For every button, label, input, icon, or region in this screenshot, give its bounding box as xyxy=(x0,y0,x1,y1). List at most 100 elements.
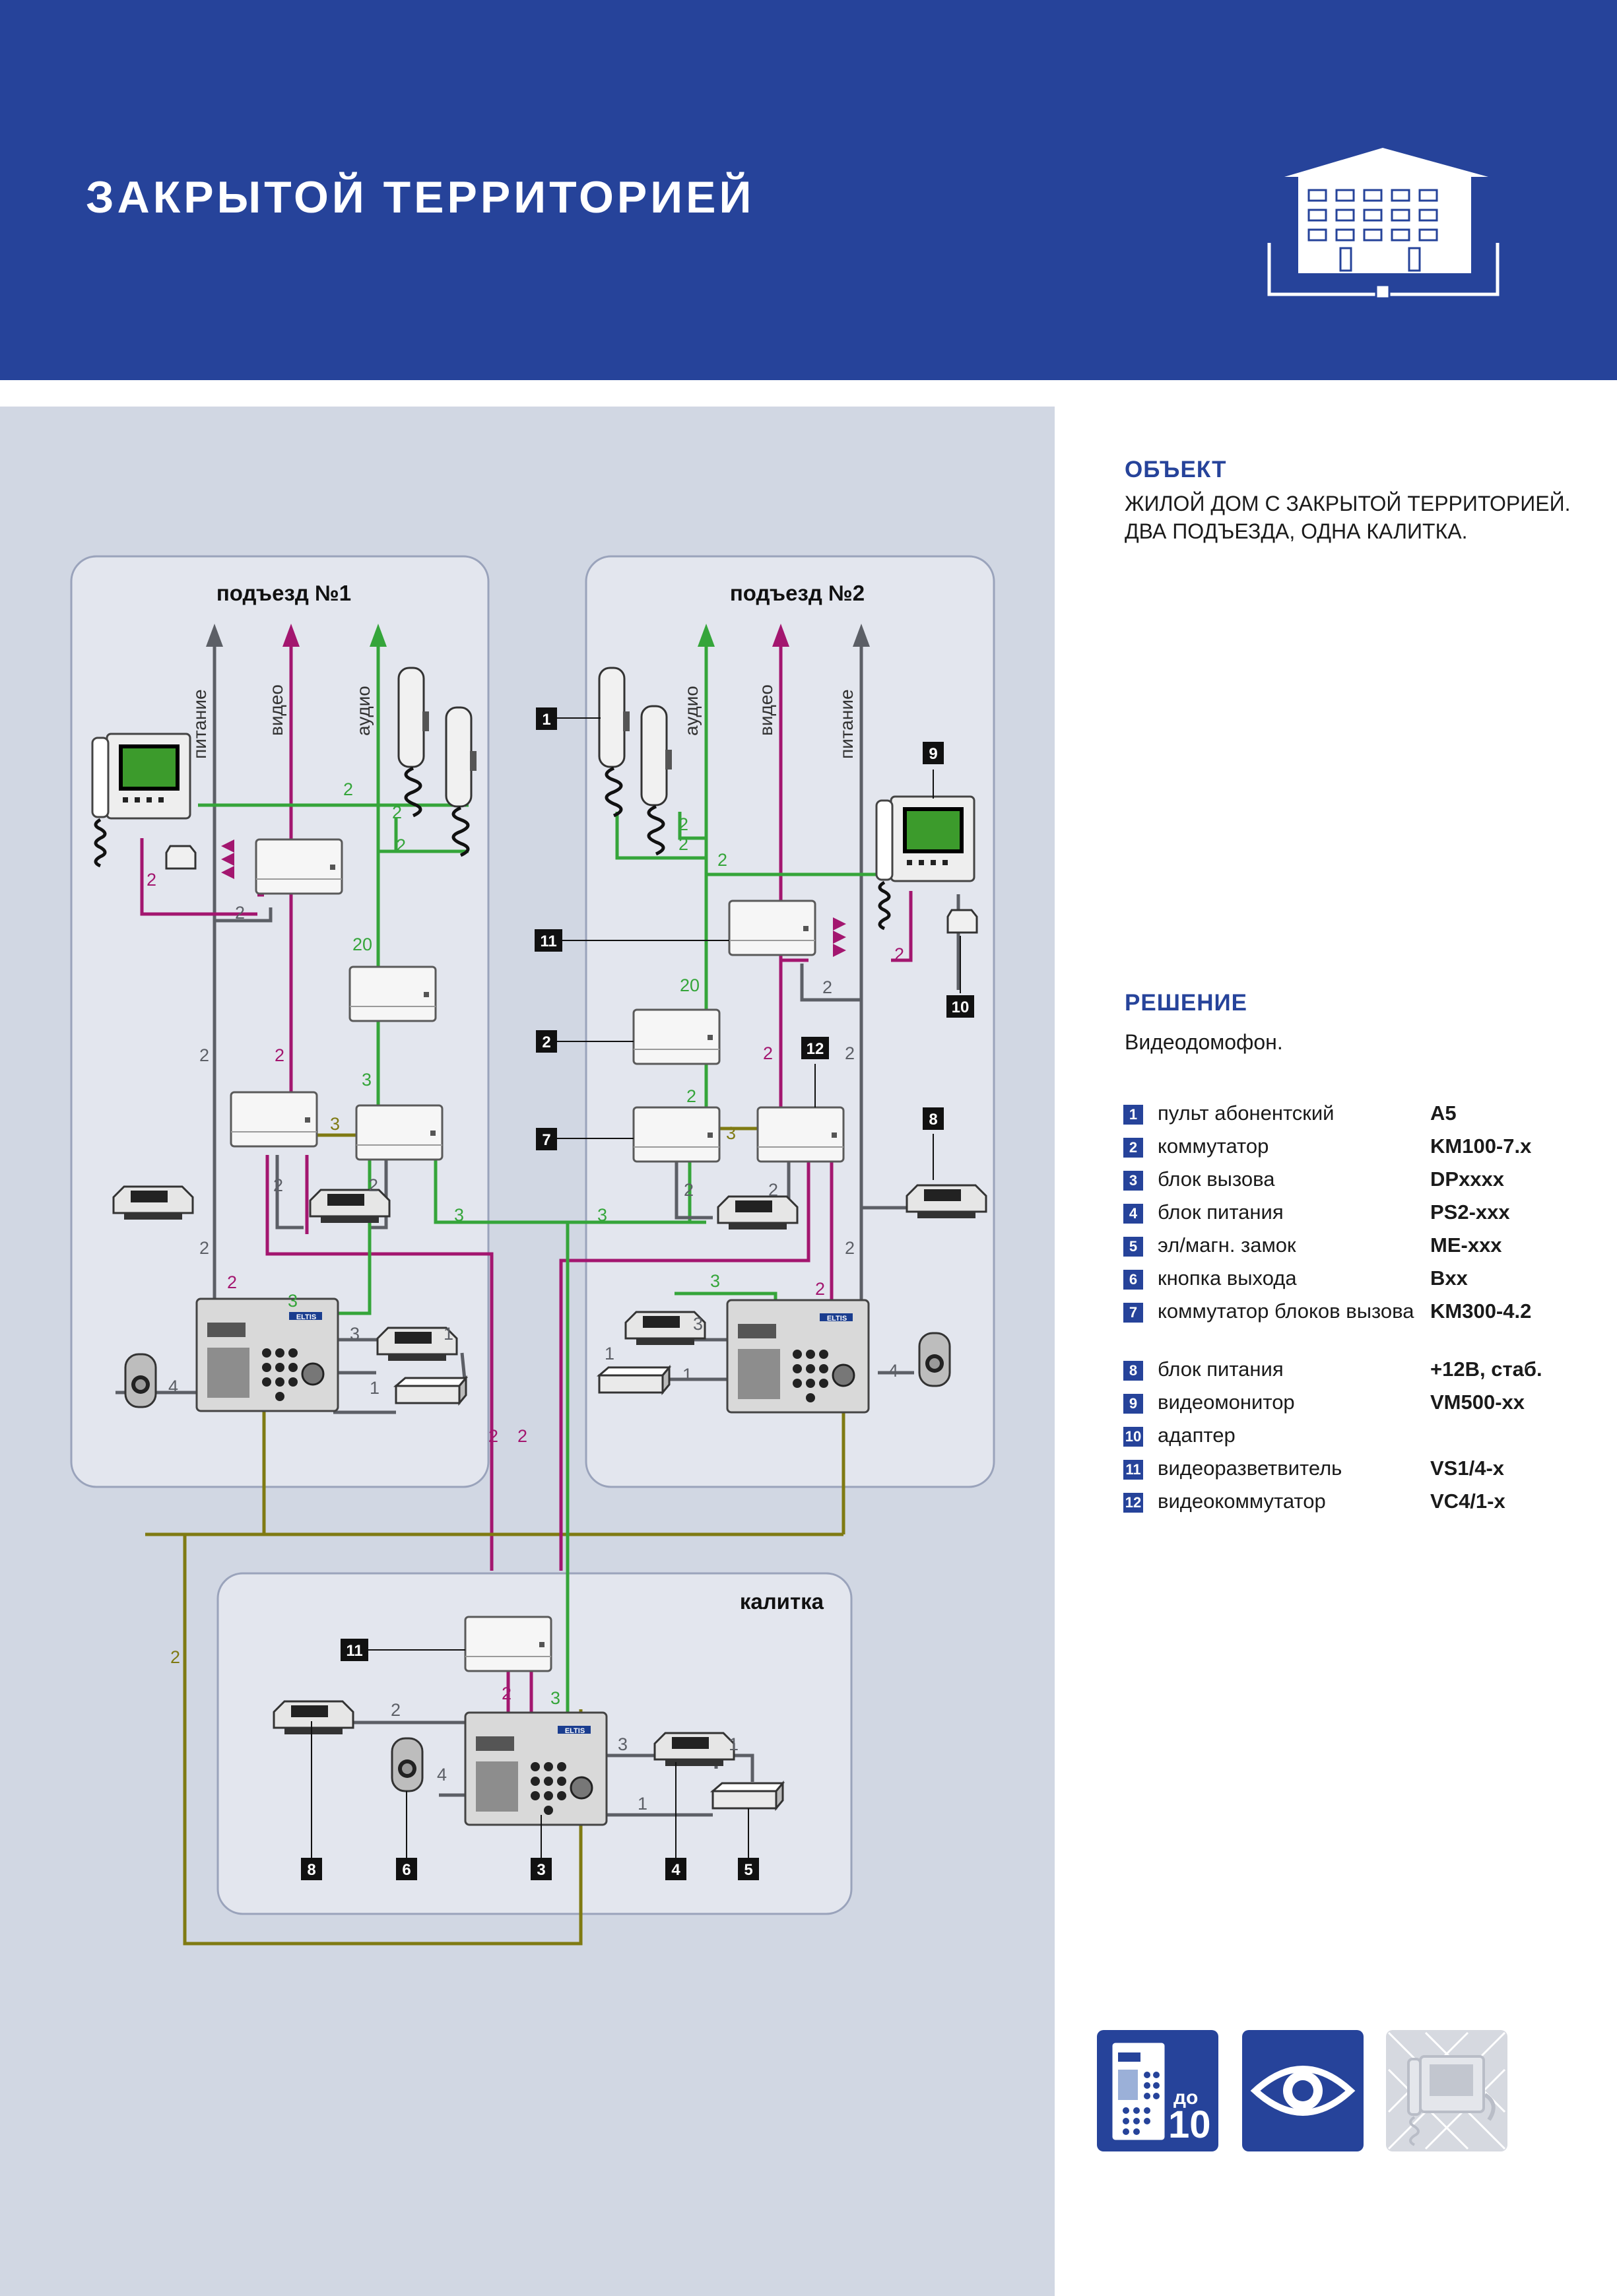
wire-count: 3 xyxy=(330,1114,340,1134)
wire-count: 3 xyxy=(618,1734,628,1754)
wire-count: 2 xyxy=(273,1175,283,1195)
wire-count: 4 xyxy=(168,1377,178,1396)
wire-count: 4 xyxy=(888,1361,898,1381)
svg-text:2: 2 xyxy=(542,1033,550,1051)
wire-count: 1 xyxy=(682,1365,692,1385)
wire-count: 2 xyxy=(822,977,832,997)
svg-text:11: 11 xyxy=(346,1642,362,1660)
svg-text:11: 11 xyxy=(540,933,556,950)
svg-text:3: 3 xyxy=(537,1861,545,1879)
entrance2-zone xyxy=(585,555,995,1488)
solution-heading: РЕШЕНИЕ xyxy=(1125,990,1247,1016)
wire-count: 2 xyxy=(488,1426,498,1446)
riser-video-label-entrance2: видео xyxy=(756,684,776,736)
legend-number: 12 xyxy=(1123,1493,1143,1513)
legend-item-code: +12В, стаб. xyxy=(1430,1358,1542,1381)
capacity-prefix: до xyxy=(1173,2087,1199,2109)
legend-number: 7 xyxy=(1123,1303,1143,1323)
video-splitter-entrance2 xyxy=(728,900,816,956)
video-splitter-gate xyxy=(464,1616,552,1672)
object-line-2: ДВА ПОДЪЕЗДА, ОДНА КАЛИТКА. xyxy=(1125,519,1468,543)
badge-3: 3 xyxy=(531,1858,552,1880)
legend-item-name: коммутатор xyxy=(1158,1134,1269,1158)
adapter-entrance1 xyxy=(165,845,197,870)
riser-power-label-entrance2: питание xyxy=(836,689,857,759)
wire-count: 1 xyxy=(638,1794,647,1814)
wiring-entrance1 xyxy=(116,803,843,1946)
wire-count: 1 xyxy=(729,1734,739,1754)
legend-item-name: пульт абонентский xyxy=(1158,1101,1335,1125)
eye-video-icon xyxy=(1242,2030,1364,2151)
capacity-value: 10 xyxy=(1168,2103,1211,2146)
splitter-output-arrows-entrance2 xyxy=(833,917,846,957)
badge-6: 6 xyxy=(396,1858,417,1880)
wire-count: 2 xyxy=(199,1238,209,1258)
wire-count: 2 xyxy=(894,944,904,964)
svg-text:8: 8 xyxy=(307,1861,315,1879)
legend-item-name: адаптер xyxy=(1158,1424,1236,1447)
svg-text:8: 8 xyxy=(929,1111,937,1129)
svg-text:1: 1 xyxy=(542,711,550,729)
wire-count: 2 xyxy=(845,1043,855,1063)
legend-number: 1 xyxy=(1123,1105,1143,1125)
exit-button-gate xyxy=(391,1737,424,1792)
call-panel-gate: ELTIS xyxy=(464,1711,608,1826)
legend-row: 10 адаптер xyxy=(1123,1424,1552,1457)
riser-power-entrance2 xyxy=(853,624,870,1327)
gate-title: калитка xyxy=(740,1589,824,1614)
legend-item-name: коммутатор блоков вызова xyxy=(1158,1299,1414,1323)
wire-count: 2 xyxy=(170,1647,180,1667)
video-switch-entrance2 xyxy=(756,1106,845,1163)
wire-count: 2 xyxy=(343,779,353,799)
entrance1-title: подъезд №1 xyxy=(216,581,351,605)
wire-count: 1 xyxy=(605,1344,614,1363)
legend-item-name: блок вызова xyxy=(1158,1167,1275,1191)
legend-item-name: видеомонитор xyxy=(1158,1391,1295,1414)
legend-number: 10 xyxy=(1123,1427,1143,1447)
call-panel-entrance1: ELTIS xyxy=(195,1297,339,1412)
wire-count: 20 xyxy=(680,975,700,995)
entrance2-title: подъезд №2 xyxy=(730,581,865,605)
power-supply-stab-entrance1 xyxy=(112,1185,194,1221)
magnetic-lock-gate xyxy=(711,1782,784,1810)
riser-audio-label-entrance1: аудио xyxy=(353,686,374,736)
riser-video-label-entrance1: видео xyxy=(266,684,286,736)
wire-count: 3 xyxy=(362,1070,372,1090)
badge-2: 2 xyxy=(536,1030,557,1053)
badge-4: 4 xyxy=(665,1858,686,1880)
wire-count: 2 xyxy=(717,850,727,870)
wire-count-labels: 2 2 2 2 2 20 2 2 3 3 2 2 3 2 2 3 3 4 1 1… xyxy=(147,779,904,1814)
wire-count: 1 xyxy=(444,1324,453,1344)
legend-item-code: DPxxxx xyxy=(1430,1167,1505,1191)
call-panel-capacity-icon: до 10 xyxy=(1097,2030,1218,2151)
svg-text:4: 4 xyxy=(671,1861,680,1879)
svg-text:6: 6 xyxy=(402,1861,411,1879)
legend-number: 6 xyxy=(1123,1270,1143,1290)
wire-count: 3 xyxy=(550,1688,560,1708)
badge-11-gate: 11 xyxy=(341,1639,368,1661)
panel-brand-label: ELTIS xyxy=(565,1727,585,1735)
legend-item-name: видеокоммутатор xyxy=(1158,1490,1326,1513)
wire-count: 2 xyxy=(392,803,402,822)
video-switch-entrance1 xyxy=(230,1091,318,1148)
wire-count: 2 xyxy=(763,1043,773,1063)
wire-count: 2 xyxy=(845,1238,855,1258)
wire-count: 3 xyxy=(288,1291,298,1311)
wire-count: 3 xyxy=(710,1271,720,1291)
page-title: ЗАКРЫТОЙ ТЕРРИТОРИЕЙ xyxy=(86,172,755,222)
riser-power-label-entrance1: питание xyxy=(189,689,210,759)
legend-number: 5 xyxy=(1123,1237,1143,1257)
legend-number: 3 xyxy=(1123,1171,1143,1191)
legend-item-name: блок питания xyxy=(1158,1358,1284,1381)
wire-count: 3 xyxy=(597,1205,607,1225)
wire-count: 2 xyxy=(396,836,406,855)
badge-10: 10 xyxy=(946,995,974,1018)
power-supply-entrance2 xyxy=(717,1195,799,1231)
